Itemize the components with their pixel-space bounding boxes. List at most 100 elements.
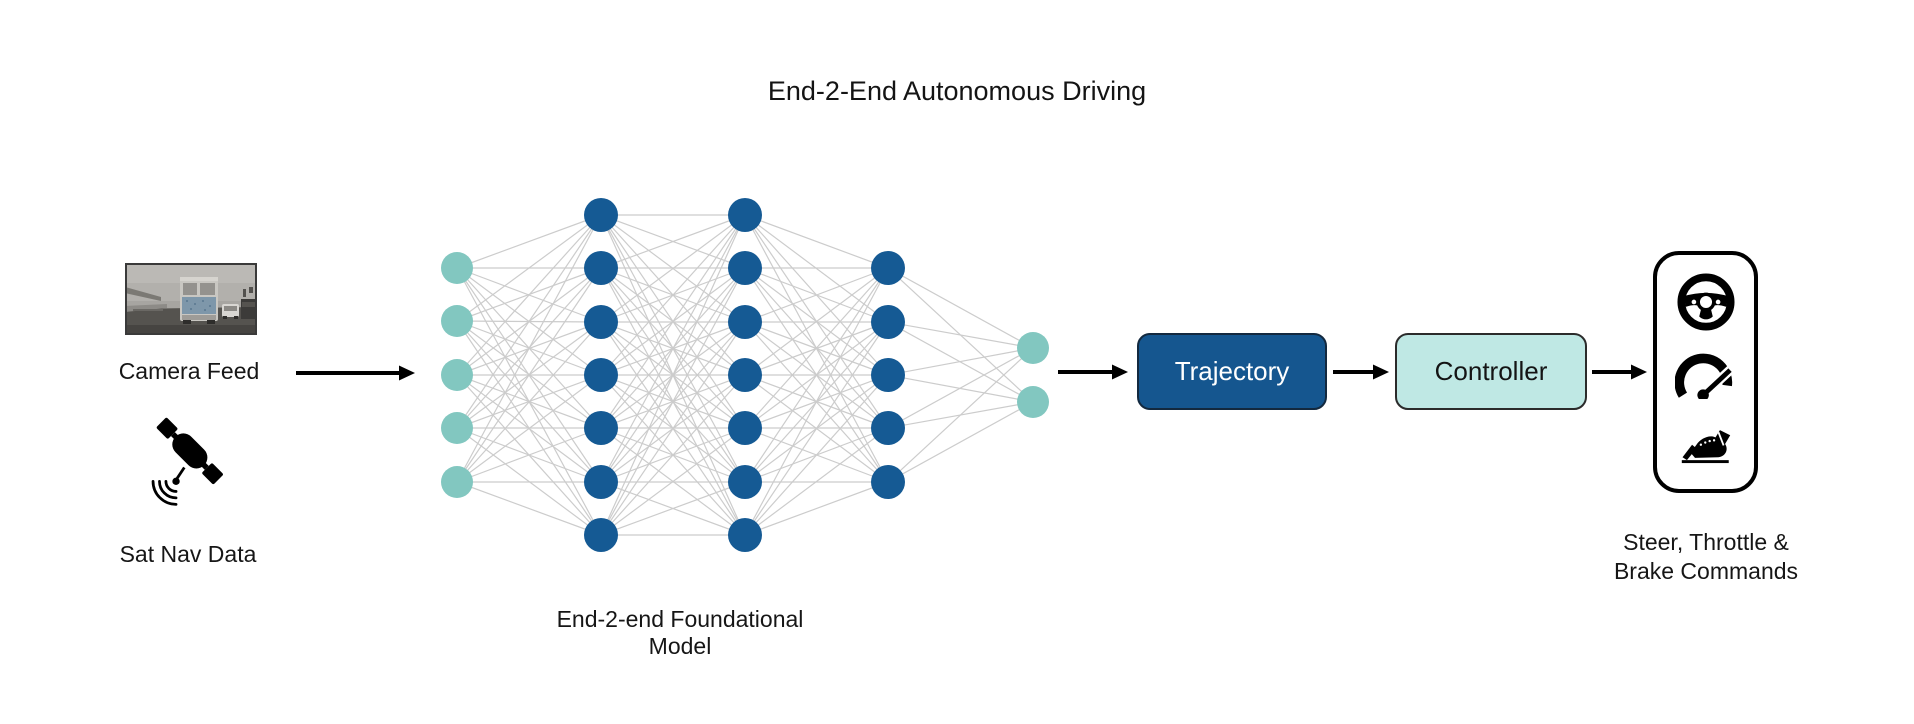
network-node-hidden2: [728, 251, 762, 285]
network-node-output: [1017, 386, 1049, 418]
network-edge: [744, 214, 889, 323]
network-node-hidden1: [584, 465, 618, 499]
network-edge: [600, 321, 746, 483]
network-node-hidden3: [871, 358, 905, 392]
network-edge: [744, 321, 889, 483]
network-edge: [600, 321, 746, 536]
network-edge: [456, 267, 602, 376]
network-node-hidden3: [871, 251, 905, 285]
network-edge: [456, 427, 602, 483]
network-edge: [600, 321, 746, 536]
network-edge: [456, 214, 602, 429]
network-edge: [887, 321, 1034, 349]
network-edge: [456, 321, 602, 429]
network-edge: [600, 267, 746, 483]
network-edge: [744, 481, 889, 536]
network-edge: [744, 321, 889, 536]
network-edge: [600, 321, 746, 376]
network-edge: [600, 214, 746, 323]
network-node-hidden3: [871, 305, 905, 339]
network-edge: [600, 214, 746, 536]
network-edge: [744, 214, 889, 429]
network-edge: [887, 267, 1034, 349]
controller-box-label: Controller: [1434, 356, 1548, 386]
sat-nav-label: Sat Nav Data: [119, 541, 257, 567]
network-edge: [600, 267, 746, 483]
foundational-model-label: End-2-end Foundational Model: [556, 606, 804, 659]
network-edge: [744, 427, 889, 483]
network-edge: [600, 214, 746, 269]
commands-label: Steer, Throttle & Brake Commands: [1578, 528, 1834, 586]
network-node-hidden1: [584, 518, 618, 552]
flow-arrowhead: [1112, 364, 1128, 380]
network-edge: [744, 214, 889, 376]
network-edge: [600, 214, 746, 269]
network-edge: [744, 267, 889, 483]
network-edge: [600, 481, 746, 536]
network-edge: [600, 321, 746, 429]
network-edge: [600, 374, 746, 483]
network-edge: [744, 321, 889, 483]
flow-arrowhead: [1631, 364, 1647, 380]
network-edge: [456, 374, 602, 483]
network-edge: [744, 267, 889, 429]
network-edge: [600, 321, 746, 429]
network-edge: [456, 267, 602, 536]
network-node-hidden2: [728, 358, 762, 392]
network-edge: [744, 214, 889, 269]
network-edge: [600, 267, 746, 429]
network-edge: [456, 374, 602, 536]
network-edge: [456, 321, 602, 376]
network-edge: [887, 401, 1034, 483]
network-edge: [600, 374, 746, 429]
network-edge: [600, 427, 746, 483]
network-edge: [600, 374, 746, 536]
flow-arrowhead: [1373, 364, 1389, 380]
network-edge: [600, 267, 746, 323]
network-edge: [600, 267, 746, 429]
network-edge: [600, 427, 746, 536]
network-edge: [887, 267, 1034, 403]
network-edge: [456, 481, 602, 536]
network-node-hidden3: [871, 411, 905, 445]
network-node-hidden2: [728, 198, 762, 232]
network-edge: [600, 427, 746, 483]
network-edge: [456, 267, 602, 322]
commands-panel: [1653, 251, 1758, 493]
commands-label-line2: Brake Commands: [1613, 558, 1799, 584]
network-edge: [600, 214, 746, 429]
network-edge: [744, 321, 889, 376]
network-edge: [600, 214, 746, 483]
network-edge: [456, 374, 602, 429]
network-edge: [744, 321, 889, 429]
network-edge: [744, 427, 889, 483]
camera-feed-image: [125, 263, 257, 335]
network-edge: [744, 321, 889, 376]
network-node-input: [441, 412, 473, 444]
network-edge: [600, 374, 746, 483]
network-edge: [744, 374, 889, 483]
network-node-hidden1: [584, 411, 618, 445]
speedometer-icon: [1674, 353, 1735, 399]
network-edge: [744, 267, 889, 376]
network-edge: [456, 267, 602, 429]
network-edge: [456, 427, 602, 483]
car: [222, 304, 239, 319]
network-edge: [744, 267, 889, 536]
network-edge: [456, 267, 602, 483]
network-node-output: [1017, 332, 1049, 364]
bus-rear: [180, 277, 218, 324]
network-node-hidden2: [728, 465, 762, 499]
satellite-icon: [151, 417, 223, 506]
commands-label-line1: Steer, Throttle &: [1623, 529, 1789, 555]
network-edge: [600, 374, 746, 536]
network-edge: [600, 427, 746, 536]
network-edge: [456, 320, 602, 323]
network-edge: [887, 374, 1034, 403]
network-edge: [456, 374, 602, 483]
network-edge: [600, 321, 746, 483]
network-edge: [456, 320, 602, 483]
pedal-icon: [1681, 430, 1730, 464]
network-edge: [600, 321, 746, 376]
network-edge: [600, 214, 746, 536]
